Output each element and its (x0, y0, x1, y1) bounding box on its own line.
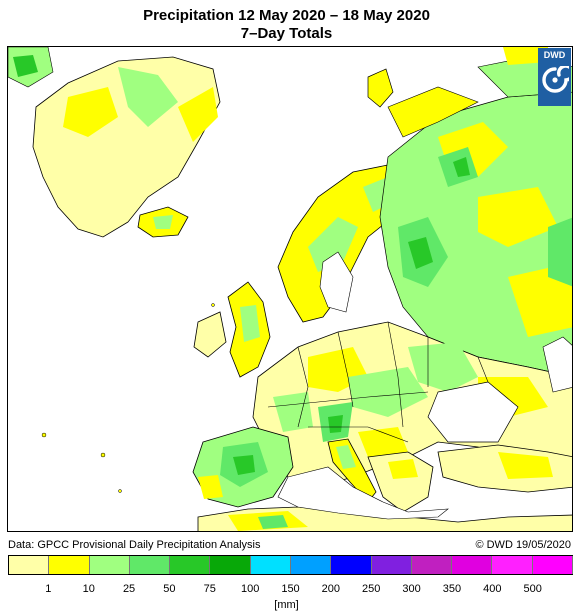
map-title: Precipitation 12 May 2020 – 18 May 2020 (143, 7, 430, 24)
legend-tick-label: 250 (362, 583, 381, 595)
greenland-green-zone (118, 67, 178, 127)
legend-color-segment (210, 556, 251, 574)
legend-color-segment (532, 556, 573, 574)
legend-tick-label: 400 (483, 583, 502, 595)
legend-tick-label: 100 (240, 583, 260, 595)
legend-tick-label: 150 (281, 583, 300, 595)
legend-tick-label: 10 (82, 583, 95, 595)
legend-color-segment (290, 556, 332, 574)
dwd-logo-text: DWD (543, 50, 566, 60)
legend-color-segment (129, 556, 171, 574)
legend-tick-label: 200 (321, 583, 341, 595)
color-legend-bar (8, 555, 573, 575)
ireland-region (193, 311, 227, 358)
legend-color-segment (49, 556, 90, 574)
caspian-sea (542, 336, 572, 393)
legend-tick-label: 25 (122, 583, 136, 595)
legend-tick-label: 50 (163, 583, 176, 595)
legend-color-segment (411, 556, 453, 574)
legend-color-segment (331, 556, 372, 574)
legend-color-segment (170, 556, 211, 574)
legend-tick-label: 500 (523, 583, 542, 595)
legend-color-segment (371, 556, 412, 574)
legend-tick-label: 300 (402, 583, 421, 595)
balkans-region (367, 451, 434, 513)
mediterranean-sea (277, 466, 449, 520)
dwd-logo: DWD (538, 48, 571, 106)
baltic-sea (319, 251, 354, 313)
legend-tick-label: 75 (203, 583, 216, 595)
legend-tick-label: 350 (442, 583, 462, 595)
precipitation-map (7, 46, 573, 532)
legend-color-segment (89, 556, 130, 574)
greenland-yellow-zone (63, 87, 118, 137)
legend-color-segment (9, 556, 50, 574)
legend-unit: [mm] (274, 599, 299, 611)
legend-color-segment (452, 556, 493, 574)
svalbard-region (367, 68, 394, 108)
map-subtitle: 7–Day Totals (240, 25, 333, 42)
legend-color-segment (492, 556, 533, 574)
swirl-icon (542, 66, 569, 93)
copyright-credit: © DWD 19/05/2020 (475, 539, 571, 551)
legend-color-segment (250, 556, 291, 574)
greenland-yellow-zone-2 (178, 87, 218, 142)
legend-tick-label: 1 (45, 583, 52, 595)
data-source-credit: Data: GPCC Provisional Daily Precipitati… (8, 539, 261, 551)
